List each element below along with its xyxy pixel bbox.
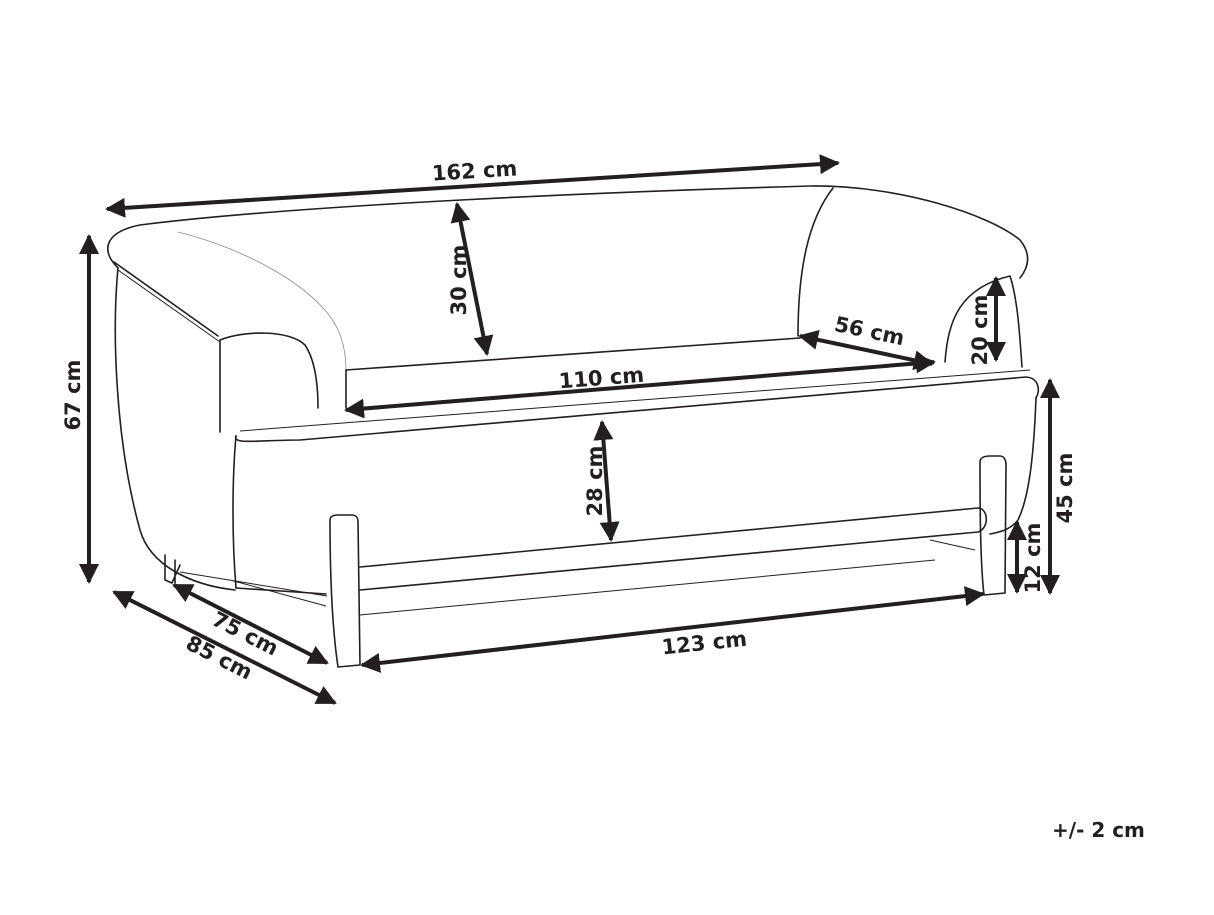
backrest-seat-line: [345, 337, 801, 371]
label-armrest-height: 20 cm: [968, 295, 992, 366]
front-rail: [359, 507, 988, 591]
tolerance-note: +/- 2 cm: [1052, 818, 1145, 842]
label-seat-width: 110 cm: [558, 363, 645, 394]
label-backrest-height: 30 cm: [447, 245, 471, 316]
left-arm-piping: [113, 261, 219, 337]
left-front-leg: [329, 514, 361, 668]
seat-front-right: [989, 397, 1037, 535]
label-leg-height: 12 cm: [1021, 523, 1045, 594]
dimension-lines: [79, 154, 1060, 705]
right-backrest-curve: [797, 187, 834, 337]
label-total-width: 162 cm: [431, 156, 518, 185]
sofa-drawing: [107, 185, 1040, 668]
right-arm-inner: [944, 275, 1023, 368]
seat-cushion-top: [235, 376, 1040, 443]
seat-cushion-front-left: [232, 435, 237, 589]
left-arm-outer: [114, 267, 236, 591]
back-left-leg: [164, 554, 181, 584]
right-front-leg: [979, 455, 1007, 596]
label-base-width: 123 cm: [661, 627, 749, 660]
label-total-height: 67 cm: [61, 360, 85, 431]
left-arm-front: [219, 332, 319, 433]
label-seat-height: 45 cm: [1053, 453, 1077, 524]
label-seat-front-height: 28 cm: [583, 446, 607, 517]
